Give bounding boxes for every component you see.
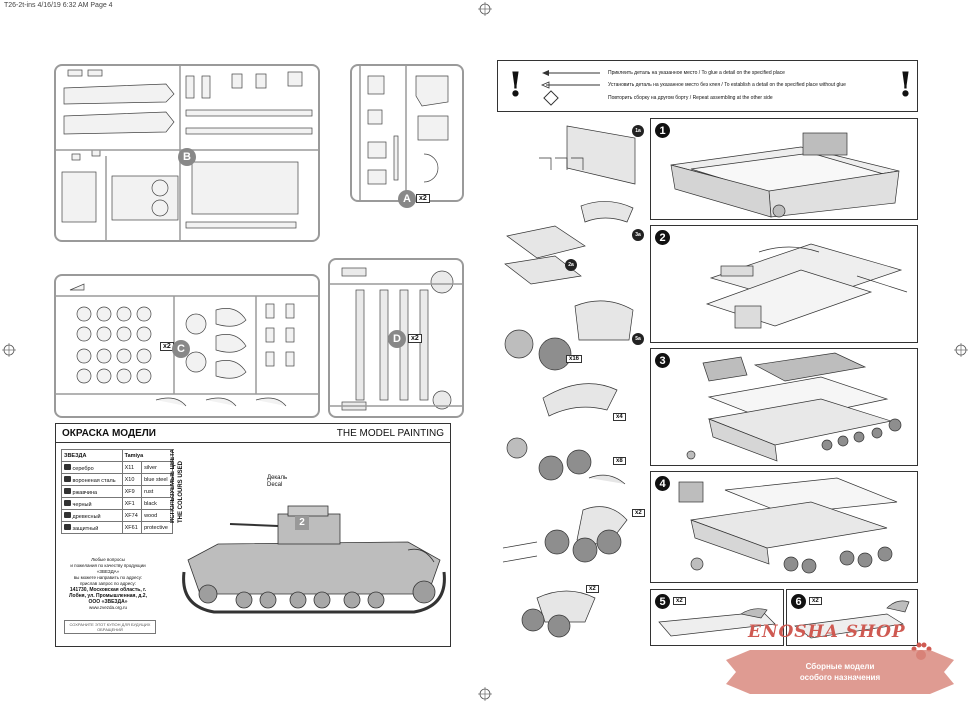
step-5-count: x2 [673, 597, 686, 605]
step-1-drawing [670, 132, 900, 218]
sprue-c: x2 C [54, 274, 320, 418]
multiplier-x16: x16 [566, 355, 583, 363]
multiplier-x2a: x2 [632, 509, 645, 517]
step-1-panel: 1 [650, 118, 918, 220]
print-header: T26-2t-ins 4/16/19 6:32 AM Page 4 [4, 2, 113, 9]
registration-mark-bottom [478, 687, 492, 701]
colors-header-tamiya: Tamiya [121, 449, 174, 462]
sprue-b-parts [56, 66, 318, 240]
painting-divider [56, 442, 450, 443]
colors-header-zvezda: ЗВЕЗДА [61, 449, 123, 462]
watermark-line2: особого назначения [799, 673, 881, 682]
sprue-b-badge: B [178, 148, 196, 166]
multiplier-x2b: x2 [586, 585, 599, 593]
sprue-b: B [54, 64, 320, 242]
model-painting-panel: ОКРАСКА МОДЕЛИ THE MODEL PAINTING ЗВЕЗДА… [55, 423, 451, 647]
step-3-drawing [686, 352, 902, 462]
step-6-drawing [794, 600, 910, 639]
step-6-panel: 6 x2 [786, 589, 918, 646]
sprue-c-parts [56, 283, 318, 407]
step-4-number: 4 [655, 476, 670, 491]
assembly-legend: ! ! Приклеить деталь на указанное место … [497, 60, 918, 112]
step-2-panel: 2 [650, 225, 918, 343]
step-3-panel: 3 [650, 348, 918, 466]
sub-badge-3a: 3a [632, 229, 644, 241]
step-4-panel: 4 [650, 471, 918, 583]
sprue-d-badge: D [388, 330, 406, 348]
warning-icon-left: ! [508, 65, 523, 105]
step-5-number: 5 [655, 594, 670, 609]
sub-badge-1a: 1a [632, 125, 644, 137]
sub-badge-5a: 5a [632, 333, 644, 345]
shop-watermark: ENOSHA SHOP [748, 622, 906, 642]
legend-repeat: Повторить сборку на другом борту / Repea… [608, 95, 773, 101]
legend-noglue: Установить деталь на указанное место без… [608, 82, 846, 88]
sprue-d-parts [330, 267, 462, 411]
manufacturer-address: Любые вопросы и пожелания по качеству пр… [69, 557, 147, 610]
painting-title-en: THE MODEL PAINTING [336, 428, 444, 439]
sprue-a-badge: A [398, 190, 416, 208]
step-1-number: 1 [655, 123, 670, 138]
sprue-d: D x2 [328, 258, 464, 418]
painting-title-ru: ОКРАСКА МОДЕЛИ [62, 428, 156, 439]
registration-mark-left [2, 343, 16, 357]
sprue-d-count: x2 [408, 334, 422, 343]
multiplier-x8: x8 [613, 457, 626, 465]
registration-mark-top [478, 2, 492, 16]
step-4-drawing [678, 477, 898, 574]
step-6-number: 6 [791, 594, 806, 609]
sprue-a-count: x2 [416, 194, 430, 203]
watermark-line1: Сборные модели [805, 662, 875, 671]
registration-mark-right [954, 343, 968, 357]
sprue-c-badge: C [172, 340, 190, 358]
legend-arrows [540, 70, 600, 106]
step-2-number: 2 [655, 230, 670, 245]
step-6-count: x2 [809, 597, 822, 605]
coupon-note: СОХРАНИТЕ ЭТОТ КУПОН ДЛЯ БУДУЩИХ ОБРАЩЕН… [64, 620, 156, 634]
step-3-number: 3 [655, 353, 670, 368]
multiplier-x4: x4 [613, 413, 626, 421]
sub-badge-2a: 2a [565, 259, 577, 271]
legend-glue: Приклеить деталь на указанное место / To… [608, 70, 785, 76]
step-2-drawing [705, 243, 908, 329]
turret-number: 2 [295, 516, 309, 530]
sprue-a: A x2 [350, 64, 464, 208]
decal-label: Декаль Decal [267, 475, 288, 488]
sprue-a-parts [359, 66, 449, 200]
subassembly-column [502, 125, 636, 638]
tank-side-profile [182, 505, 446, 614]
warning-icon-right: ! [898, 65, 913, 105]
step-5-drawing [658, 608, 776, 637]
step-5-panel: 5 x2 [650, 589, 784, 646]
watermark-ribbon: Сборные модели особого назначения [726, 650, 954, 694]
